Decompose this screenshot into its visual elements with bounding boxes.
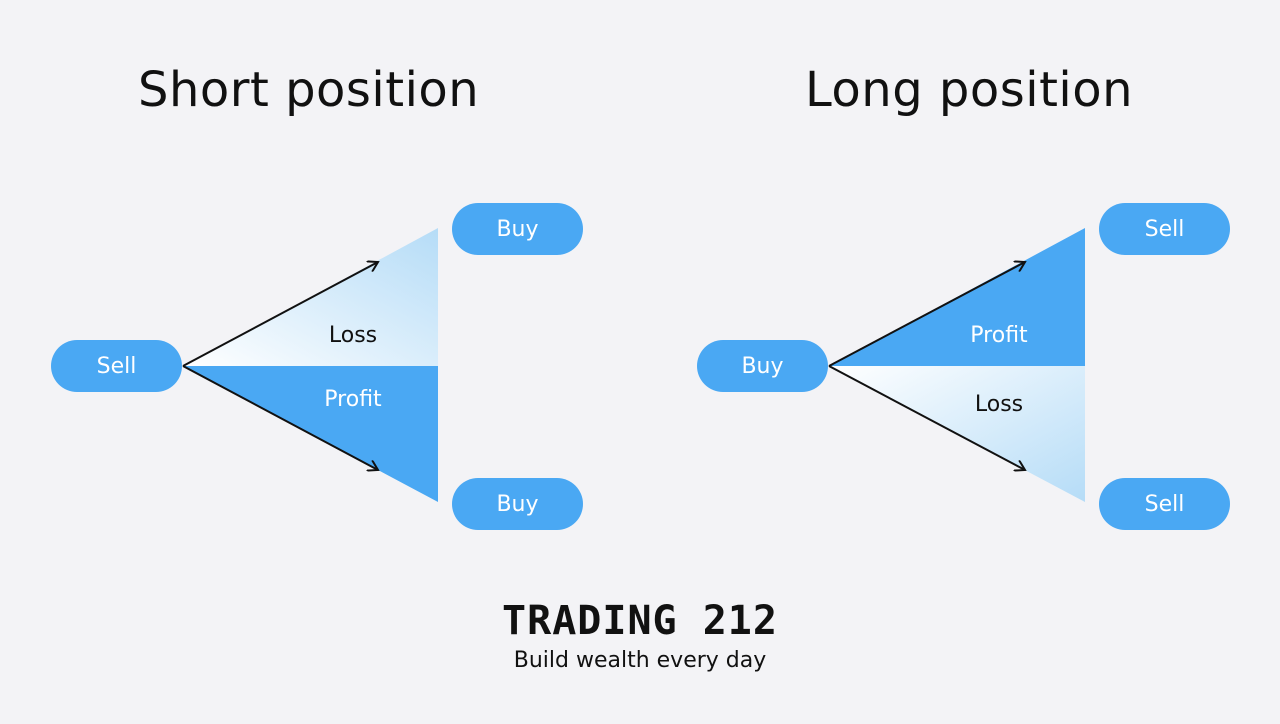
- short-buy-top-pill: Buy: [452, 203, 583, 255]
- short-profit-label: Profit: [324, 387, 382, 412]
- long-loss-label: Loss: [974, 392, 1024, 417]
- long-down-arrow: [828, 365, 1025, 470]
- short-up-arrow: [182, 262, 378, 367]
- long-profit-label: Profit: [970, 323, 1028, 348]
- brand-logo: TRADING 212: [502, 598, 778, 644]
- long-position-title: Long position: [805, 62, 1134, 118]
- long-up-arrow: [828, 262, 1025, 367]
- short-sell-pill: Sell: [51, 340, 182, 392]
- short-loss-label: Loss: [328, 323, 378, 348]
- short-down-arrow: [182, 365, 378, 470]
- long-sell-top-pill: Sell: [1099, 203, 1230, 255]
- short-position-title: Short position: [138, 62, 480, 118]
- brand-tagline: Build wealth every day: [513, 648, 767, 673]
- long-sell-bottom-pill: Sell: [1099, 478, 1230, 530]
- long-buy-pill: Buy: [697, 340, 828, 392]
- short-buy-bottom-pill: Buy: [452, 478, 583, 530]
- brand-block: TRADING 212 Build wealth every day: [0, 598, 1280, 673]
